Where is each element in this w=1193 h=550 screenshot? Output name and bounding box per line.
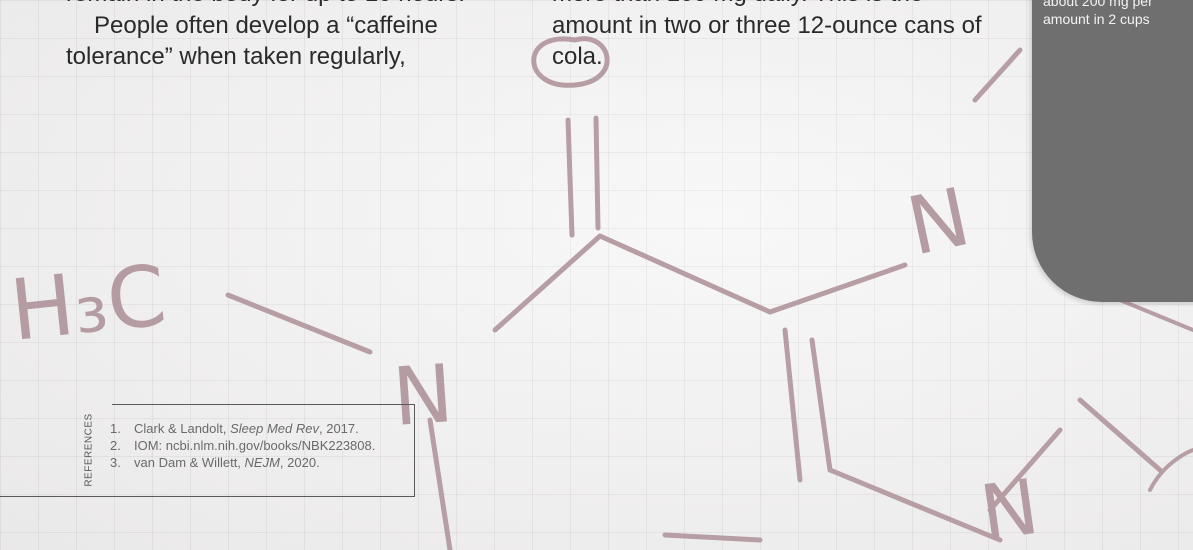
- references-box: REFERENCES 1.Clark & Landolt, Sleep Med …: [0, 404, 415, 497]
- middle-line-2: amount in two or three 12-ounce cans of: [552, 11, 982, 39]
- methyl-label: H₃C: [6, 246, 171, 360]
- bond-top-left: [492, 233, 603, 333]
- double-bond-right: [593, 115, 601, 231]
- nitrogen-label-left: N: [390, 347, 456, 444]
- text-column-middle: more than 100 mg daily. This is the amou…: [552, 0, 982, 73]
- reference-item: 3.van Dam & Willett, NEJM, 2020.: [110, 455, 320, 470]
- bond-methyl: [225, 292, 373, 355]
- middle-line-3: cola.: [552, 43, 603, 71]
- reference-item: 2.IOM: ncbi.nlm.nih.gov/books/NBK223808.: [110, 438, 376, 453]
- bond-n-down: [427, 417, 453, 550]
- double-bond-left: [565, 117, 575, 238]
- nitrogen-label-upper: N: [900, 170, 978, 273]
- reference-item: 1.Clark & Landolt, Sleep Med Rev, 2017.: [110, 421, 359, 436]
- bond-bottom-right: [827, 467, 1003, 543]
- bond-far-right: [1077, 397, 1163, 473]
- callout-line-2: amount in 2 cups: [1043, 11, 1150, 27]
- bond-top-right: [597, 233, 773, 315]
- bond-bottom-left: [662, 532, 763, 543]
- left-line-2: People often develop a “caffeine: [94, 11, 438, 39]
- references-list: 1.Clark & Landolt, Sleep Med Rev, 2017. …: [110, 420, 375, 471]
- bond-center-down-a: [782, 327, 803, 483]
- text-column-left: remain in the body for up to 10 hours. P…: [66, 0, 486, 73]
- left-line-3: tolerance” when taken regularly,: [66, 43, 406, 71]
- references-label: REFERENCES: [83, 413, 95, 487]
- middle-line-1: more than 100 mg daily. This is the: [552, 0, 982, 10]
- bond-right-up: [767, 262, 908, 315]
- bond-edge-right: [1118, 298, 1193, 332]
- bond-top-far-right: [972, 47, 1023, 103]
- nitrogen-label-lower: N: [975, 462, 1044, 550]
- oxygen-ring-stroke: [531, 36, 610, 88]
- callout-line-1: about 200 mg per: [1043, 0, 1153, 9]
- bond-lower-right: [987, 427, 1063, 513]
- references-top-rule: [112, 404, 414, 405]
- sidebar-callout: about 200 mg per amount in 2 cups: [1032, 0, 1193, 302]
- bond-corner: [1148, 448, 1193, 492]
- left-line-1: remain in the body for up to 10 hours.: [66, 0, 486, 10]
- bond-center-down-b: [809, 337, 833, 473]
